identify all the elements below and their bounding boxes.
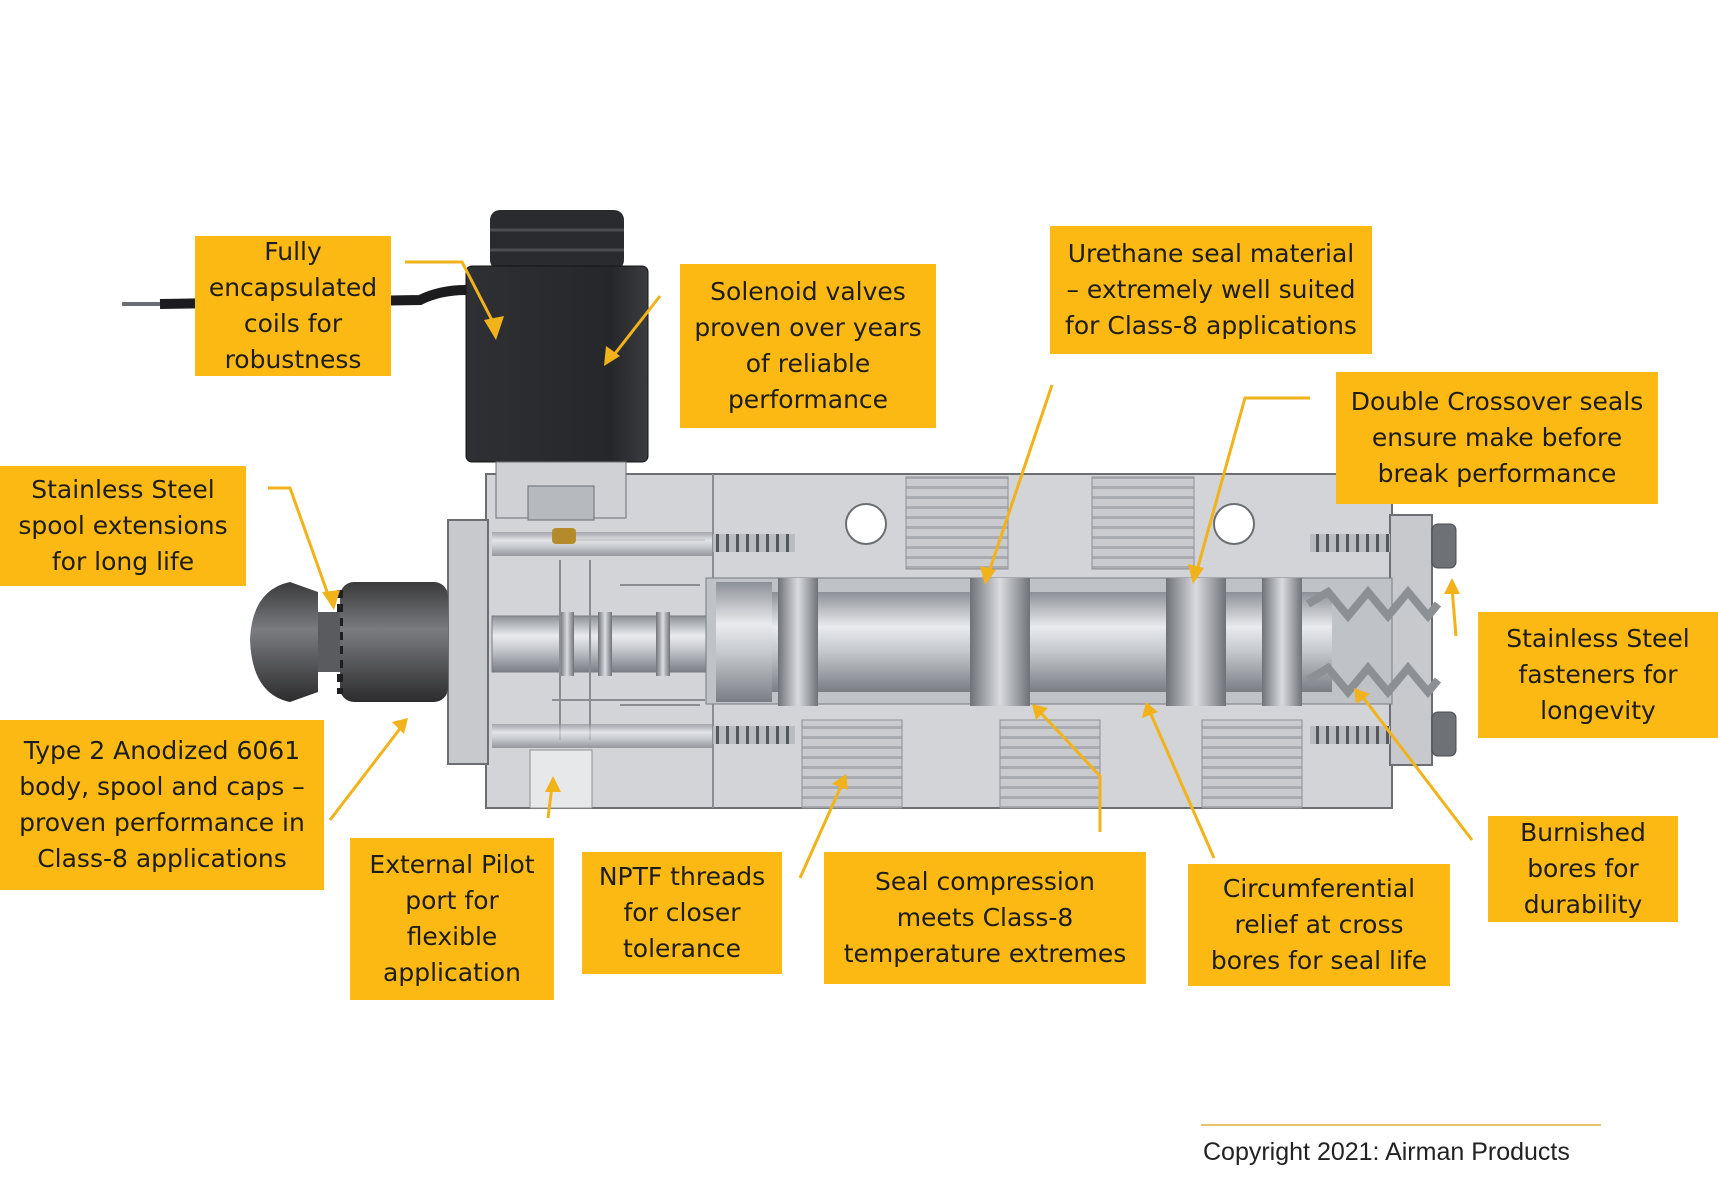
arrow-heads (322, 316, 1460, 792)
callout-relief-text: Circumferential relief at cross bores fo… (1210, 874, 1428, 975)
callout-compression-text: Seal compression meets Class-8 temperatu… (843, 867, 1127, 968)
callout-relief: Circumferential relief at cross bores fo… (1188, 864, 1450, 986)
callout-arrows (268, 260, 1474, 879)
solenoid-coil (122, 210, 649, 544)
callout-coils-text: Fully encapsulated coils for robustness (208, 237, 378, 374)
callout-nptf: NPTF threads for closer tolerance (582, 852, 782, 974)
callout-pilot-port: External Pilot port for flexible applica… (350, 838, 554, 1000)
callout-crossover: Double Crossover seals ensure make befor… (1336, 372, 1658, 504)
callout-urethane-text: Urethane seal material – extremely well … (1065, 239, 1357, 340)
callout-burnished-text: Burnished bores for durability (1520, 818, 1646, 919)
callout-solenoid: Solenoid valves proven over years of rel… (680, 264, 936, 428)
copyright-divider (1201, 1124, 1601, 1126)
callout-fasteners-text: Stainless Steel fasteners for longevity (1506, 624, 1690, 725)
callout-anodized-text: Type 2 Anodized 6061 body, spool and cap… (19, 736, 305, 873)
callout-urethane: Urethane seal material – extremely well … (1050, 226, 1372, 354)
callout-fasteners: Stainless Steel fasteners for longevity (1478, 612, 1718, 738)
callout-nptf-text: NPTF threads for closer tolerance (598, 862, 766, 963)
callout-spool-extensions: Stainless Steel spool extensions for lon… (0, 466, 246, 586)
callout-spool-extensions-text: Stainless Steel spool extensions for lon… (18, 475, 228, 576)
callout-anodized: Type 2 Anodized 6061 body, spool and cap… (0, 720, 324, 890)
callout-coils: Fully encapsulated coils for robustness (195, 236, 391, 376)
callout-pilot-port-text: External Pilot port for flexible applica… (369, 850, 535, 987)
callout-crossover-text: Double Crossover seals ensure make befor… (1350, 387, 1644, 488)
callout-burnished: Burnished bores for durability (1488, 816, 1678, 922)
copyright-text: Copyright 2021: Airman Products (1203, 1138, 1570, 1166)
callout-compression: Seal compression meets Class-8 temperatu… (824, 852, 1146, 984)
valve-body (250, 473, 1457, 809)
callout-solenoid-text: Solenoid valves proven over years of rel… (694, 277, 922, 414)
